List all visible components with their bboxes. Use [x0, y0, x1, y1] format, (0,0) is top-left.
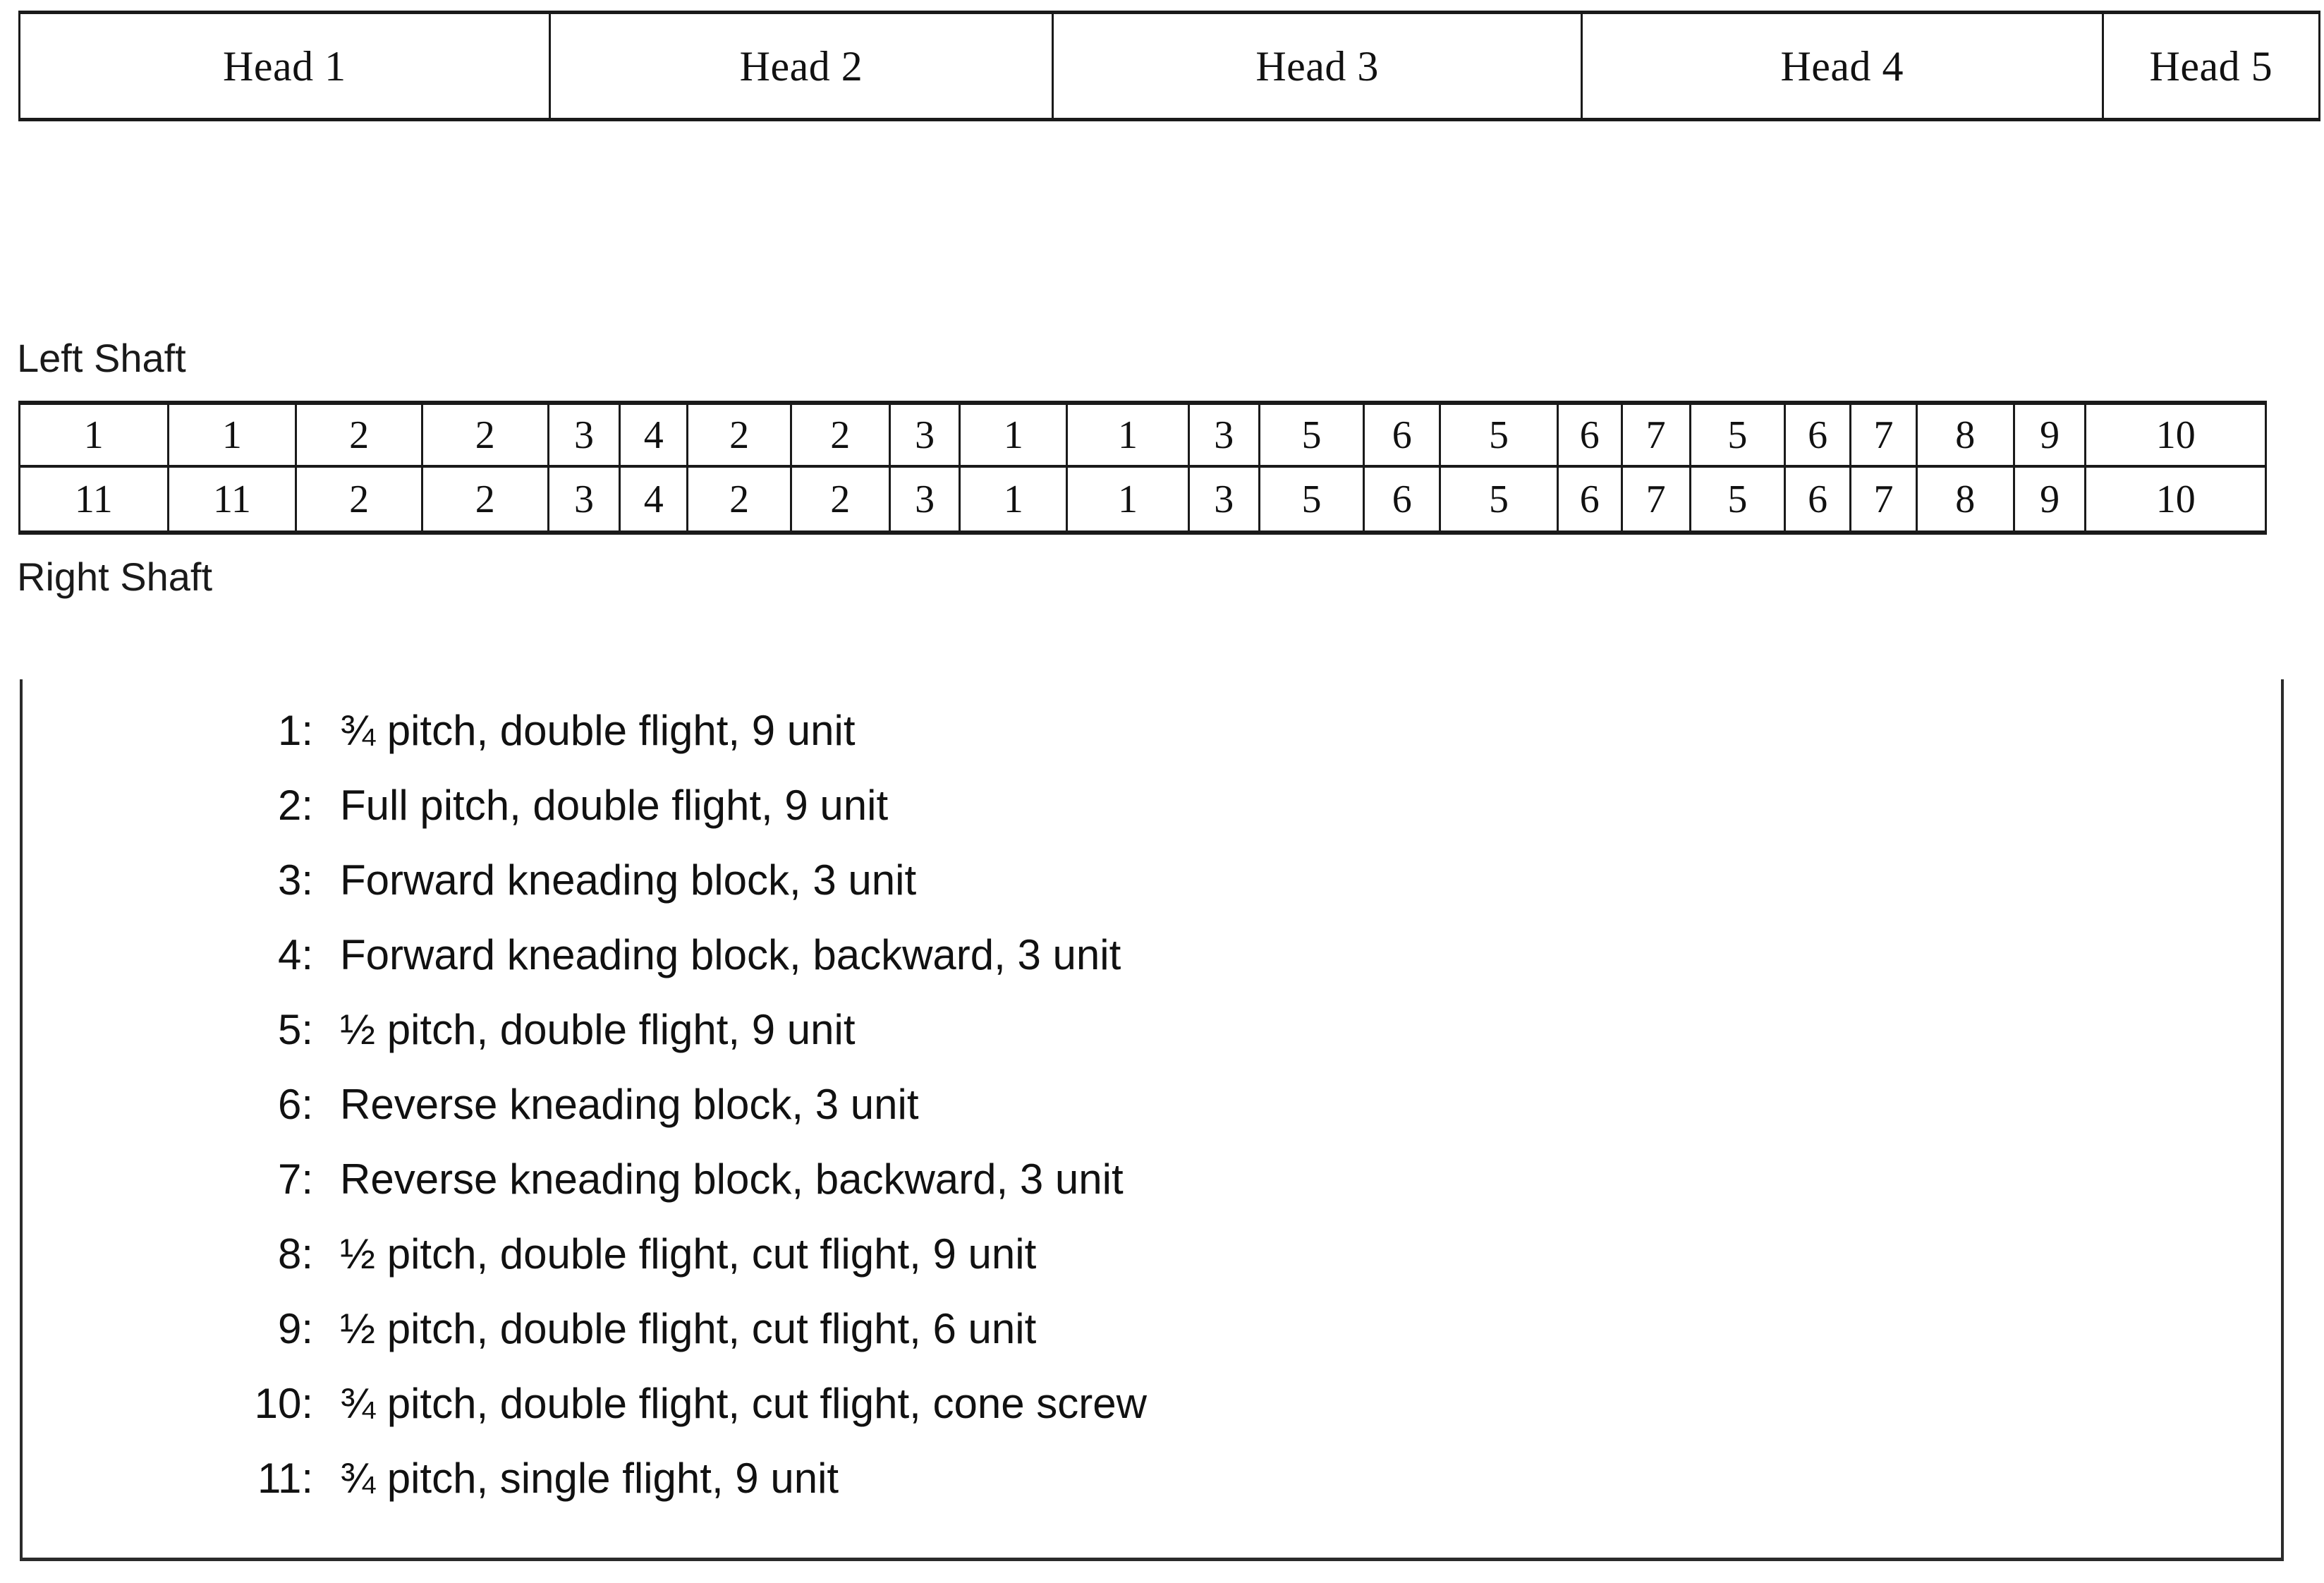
- shaft-cell: 3: [891, 405, 961, 465]
- head-cell: Head 5: [2149, 42, 2273, 90]
- legend-item-description: ½ pitch, double flight, cut flight, 6 un…: [340, 1305, 1037, 1352]
- legend-item: 3: Forward kneading block, 3 unit: [234, 843, 1147, 918]
- shaft-cell: 7: [1623, 405, 1691, 465]
- shaft-cell: 2: [297, 405, 423, 465]
- head-cell: Head 4: [1583, 14, 2104, 118]
- legend-item-key: 2:: [277, 782, 313, 829]
- right-shaft-label: Right Shaft: [17, 554, 213, 599]
- legend-item-description: Forward kneading block, 3 unit: [340, 856, 917, 904]
- legend-item-description: Full pitch, double flight, 9 unit: [340, 782, 889, 829]
- shaft-cell: 8: [1918, 405, 2015, 465]
- shaft-cell: 1: [961, 405, 1069, 465]
- shaft-cell: 1: [1068, 468, 1190, 530]
- shaft-cell: 2: [688, 405, 792, 465]
- shaft-cell: 2: [792, 468, 891, 530]
- shaft-cell: 11: [20, 468, 169, 530]
- head-cell: Head 1: [20, 14, 551, 118]
- left-shaft-label: Left Shaft: [17, 336, 186, 380]
- element-legend-box: 1: ¾ pitch, double flight, 9 unit 2: Full p…: [20, 679, 2284, 1561]
- shaft-cell: 7: [1851, 468, 1918, 530]
- shaft-cell: 6: [1786, 405, 1852, 465]
- legend-item: 7: Reverse kneading block, backward, 3 un…: [234, 1142, 1147, 1217]
- shaft-cell: 5: [1260, 405, 1365, 465]
- shaft-cell: 10: [2155, 413, 2196, 457]
- head-cell: Head 3: [1054, 14, 1583, 118]
- legend-item-key: 10:: [254, 1380, 313, 1427]
- legend-item-description: ¾ pitch, double flight, cut flight, cone…: [340, 1380, 1147, 1427]
- legend-item-key: 8:: [277, 1230, 313, 1278]
- legend-item: 11: ¾ pitch, single flight, 9 unit: [234, 1441, 1147, 1516]
- legend-item-key: 1:: [277, 707, 313, 754]
- shaft-cell: 2: [297, 468, 423, 530]
- legend-item: 1: ¾ pitch, double flight, 9 unit: [234, 693, 1147, 768]
- shaft-cell: 7: [1851, 405, 1918, 465]
- legend-item-description: ½ pitch, double flight, cut flight, 9 un…: [340, 1230, 1037, 1278]
- shaft-cell: 6: [1365, 468, 1442, 530]
- legend-item-description: Reverse kneading block, 3 unit: [340, 1081, 919, 1128]
- shaft-cell: 6: [1786, 468, 1852, 530]
- shaft-cell: 1: [20, 405, 169, 465]
- legend-item: 4: Forward kneading block, backward, 3 un…: [234, 918, 1147, 993]
- legend-item-key: 11:: [257, 1455, 313, 1502]
- legend-item: 6: Reverse kneading block, 3 unit: [234, 1067, 1147, 1142]
- shaft-cell: 5: [1691, 405, 1787, 465]
- legend-item-description: ½ pitch, double flight, 9 unit: [340, 1006, 856, 1053]
- legend-item-key: 9:: [277, 1305, 313, 1352]
- legend-item-key: 6:: [277, 1081, 313, 1128]
- shaft-cell: 9: [2015, 468, 2087, 530]
- legend-item-description: Forward kneading block, backward, 3 unit: [340, 931, 1121, 978]
- shaft-cell: 2: [688, 468, 792, 530]
- head-cell: Head 2: [551, 14, 1054, 118]
- legend-item: 5: ½ pitch, double flight, 9 unit: [234, 993, 1147, 1067]
- shaft-cell: 2: [423, 405, 549, 465]
- shaft-cell: 5: [1260, 468, 1365, 530]
- shaft-cell: 3: [1190, 405, 1260, 465]
- shaft-cell: 9: [2015, 405, 2087, 465]
- legend-item: 10: ¾ pitch, double flight, cut flight, c…: [234, 1366, 1147, 1441]
- shaft-cell: 3: [549, 468, 621, 530]
- legend-item-key: 3:: [277, 856, 313, 904]
- shaft-cell: 10: [2155, 477, 2196, 521]
- legend-item: 2: Full pitch, double flight, 9 unit: [234, 768, 1147, 843]
- shaft-cell: 1: [961, 468, 1069, 530]
- shaft-cell: 2: [423, 468, 549, 530]
- legend-item: 9: ½ pitch, double flight, cut flight, 6 …: [234, 1292, 1147, 1366]
- legend-item-key: 4:: [277, 931, 313, 978]
- shaft-cell: 3: [549, 405, 621, 465]
- legend-item-description: Reverse kneading block, backward, 3 unit: [340, 1156, 1124, 1203]
- legend-item: 8: ½ pitch, double flight, cut flight, 9 …: [234, 1217, 1147, 1292]
- shaft-cell: 2: [792, 405, 891, 465]
- legend-item-description: ¾ pitch, double flight, 9 unit: [340, 707, 856, 754]
- shaft-cell: 1: [169, 405, 298, 465]
- shaft-cell: 4: [621, 405, 689, 465]
- shaft-cell: 5: [1441, 468, 1559, 530]
- shaft-cell: 5: [1691, 468, 1787, 530]
- shaft-cell: 6: [1365, 405, 1442, 465]
- legend-item-key: 7:: [277, 1156, 313, 1203]
- shaft-cell: 3: [1190, 468, 1260, 530]
- shaft-cell: 11: [169, 468, 298, 530]
- shaft-cell: 1: [1068, 405, 1190, 465]
- shaft-cell: 6: [1559, 468, 1623, 530]
- element-legend-list: 1: ¾ pitch, double flight, 9 unit 2: Full p…: [234, 693, 1147, 1516]
- shaft-cell: 6: [1559, 405, 1623, 465]
- shaft-cell: 7: [1623, 468, 1691, 530]
- shaft-cell: 5: [1441, 405, 1559, 465]
- shaft-cell: 4: [621, 468, 689, 530]
- shaft-cell: 8: [1918, 468, 2015, 530]
- legend-item-key: 5:: [277, 1006, 313, 1053]
- shaft-cell: 3: [891, 468, 961, 530]
- legend-item-description: ¾ pitch, single flight, 9 unit: [340, 1455, 839, 1502]
